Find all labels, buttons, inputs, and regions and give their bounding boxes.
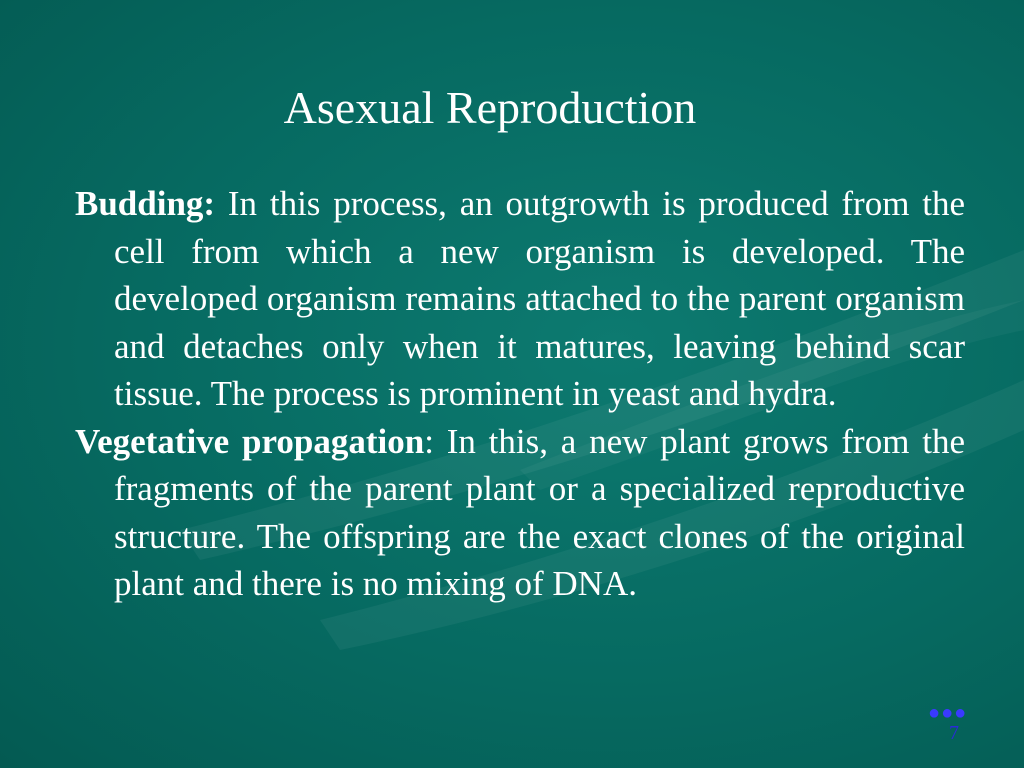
more-dots-icon: ●●●: [928, 702, 968, 724]
vegetative-text: In this, a new plant grows from the frag…: [114, 421, 965, 604]
budding-text: In this process, an outgrowth is produce…: [114, 184, 965, 413]
budding-term: Budding:: [75, 184, 216, 223]
vegetative-paragraph: Vegetative propagation: In this, a new p…: [75, 418, 965, 608]
slide-body: Budding: In this process, an outgrowth i…: [75, 180, 965, 608]
slide-title: Asexual Reproduction: [283, 82, 697, 133]
budding-paragraph: Budding: In this process, an outgrowth i…: [75, 180, 965, 418]
vegetative-colon: :: [424, 421, 434, 461]
page-number: 7: [949, 722, 959, 744]
vegetative-term: Vegetative propagation: [75, 421, 425, 461]
